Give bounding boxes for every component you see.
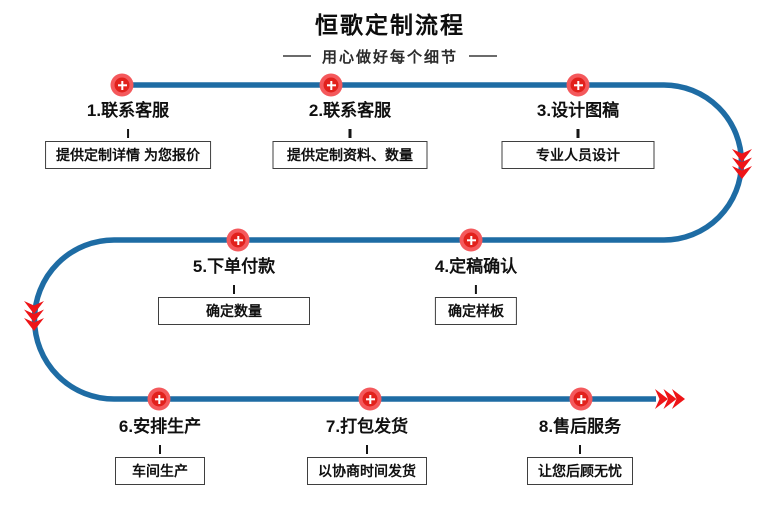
- step-marker-4: [459, 228, 483, 252]
- step-label: 2.联系客服: [308, 101, 392, 120]
- step-label: 1.联系客服: [86, 101, 170, 120]
- step-marker-6: [147, 387, 171, 411]
- step-label: 4.定稿确认: [434, 257, 518, 276]
- step-marker-5: [226, 228, 250, 252]
- step-label: 8.售后服务: [538, 417, 622, 436]
- step-1: 1.联系客服 提供定制详情 为您报价: [45, 100, 211, 169]
- plus-icon: [151, 391, 167, 407]
- step-6: 6.安排生产 车间生产: [115, 416, 205, 485]
- step-detail-box: 提供定制详情 为您报价: [45, 141, 211, 169]
- step-marker-3: [566, 73, 590, 97]
- subtitle-dash-right-icon: [469, 55, 497, 58]
- end-arrows-icon: [655, 389, 685, 409]
- connector-tick: [365, 445, 369, 454]
- step-8: 8.售后服务 让您后顾无忧: [527, 416, 633, 485]
- flow-path: [31, 82, 745, 402]
- page-title: 恒歌定制流程: [315, 12, 465, 38]
- connector-tick: [126, 129, 130, 138]
- step-detail-box: 确定样板: [435, 297, 517, 325]
- connector-tick: [474, 285, 478, 294]
- step-detail-box: 让您后顾无忧: [527, 457, 633, 485]
- step-marker-2: [319, 73, 343, 97]
- connector-tick: [158, 445, 162, 454]
- down-arrows-left-icon: [24, 301, 44, 331]
- step-label: 3.设计图稿: [536, 101, 620, 120]
- step-marker-7: [358, 387, 382, 411]
- step-2: 2.联系客服 提供定制资料、数量: [272, 100, 428, 169]
- plus-icon: [230, 232, 246, 248]
- plus-icon: [114, 77, 130, 93]
- step-label: 7.打包发货: [325, 417, 409, 436]
- step-5: 5.下单付款 确定数量: [158, 256, 310, 325]
- step-detail-box: 确定数量: [158, 297, 310, 325]
- connector-tick: [576, 129, 580, 138]
- step-marker-8: [569, 387, 593, 411]
- step-detail-box: 提供定制资料、数量: [272, 141, 428, 169]
- step-detail-box: 车间生产: [115, 457, 205, 485]
- subtitle-dash-left-icon: [282, 55, 311, 58]
- plus-icon: [463, 232, 479, 248]
- subtitle: 用心做好每个细节: [0, 46, 780, 67]
- plus-icon: [573, 391, 589, 407]
- step-marker-1: [110, 73, 134, 97]
- plus-icon: [323, 77, 339, 93]
- down-arrows-right-icon: [732, 149, 752, 179]
- step-label: 6.安排生产: [118, 417, 202, 436]
- diagram-header: 恒歌定制流程 用心做好每个细节: [0, 12, 780, 67]
- connector-tick: [232, 285, 236, 294]
- connector-tick: [578, 445, 582, 454]
- subtitle-text: 用心做好每个细节: [321, 48, 458, 66]
- step-detail-box: 以协商时间发货: [307, 457, 427, 485]
- step-detail-box: 专业人员设计: [501, 141, 655, 169]
- step-3: 3.设计图稿 专业人员设计: [501, 100, 655, 169]
- plus-icon: [570, 77, 586, 93]
- step-label: 5.下单付款: [192, 257, 276, 276]
- connector-tick: [348, 129, 352, 138]
- step-7: 7.打包发货 以协商时间发货: [307, 416, 427, 485]
- step-4: 4.定稿确认 确定样板: [435, 256, 517, 325]
- plus-icon: [362, 391, 378, 407]
